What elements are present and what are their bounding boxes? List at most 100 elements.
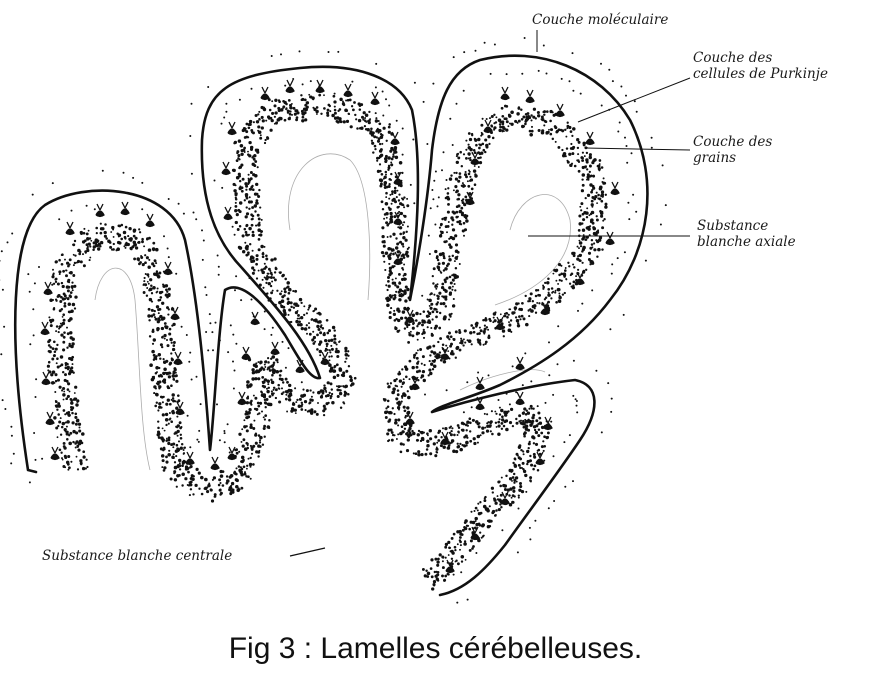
granule-dot <box>257 377 260 380</box>
granule-dot <box>459 443 461 445</box>
granule-dot <box>154 405 157 408</box>
granule-dot <box>274 111 277 114</box>
granule-dot <box>478 147 481 150</box>
purkinje-cell <box>174 352 182 365</box>
granule-dot <box>159 357 161 359</box>
molecular-dot <box>529 527 531 529</box>
granule-dot <box>385 251 388 254</box>
granule-dot <box>455 256 458 259</box>
granule-dot <box>89 259 91 261</box>
granule-dot <box>459 448 463 452</box>
granule-dot <box>537 434 540 437</box>
granule-dot <box>430 350 433 353</box>
granule-dot <box>447 446 451 450</box>
purkinje-cell <box>516 392 524 405</box>
granule-dot <box>79 459 82 462</box>
granule-dot <box>448 286 451 289</box>
granule-dot <box>390 220 394 224</box>
granule-dot <box>248 179 251 182</box>
granule-dot <box>515 422 518 425</box>
granule-dot <box>158 402 161 405</box>
granule-dot <box>433 442 436 445</box>
granule-dot <box>588 214 590 216</box>
molecular-dot <box>453 56 455 58</box>
granule-dot <box>462 344 464 346</box>
granule-dot <box>245 410 248 413</box>
granule-dot <box>175 380 178 383</box>
molecular-dot <box>38 266 40 268</box>
granule-dot <box>384 269 386 271</box>
granule-dot <box>453 434 456 437</box>
granule-dot <box>492 137 495 140</box>
granule-dot <box>465 441 469 445</box>
granule-dot <box>479 532 481 534</box>
granule-dot <box>382 115 384 117</box>
granule-dot <box>387 400 390 403</box>
granule-dot <box>143 291 146 294</box>
molecular-dot <box>477 372 479 374</box>
molecular-dot <box>484 413 486 415</box>
granule-dot <box>107 240 111 244</box>
granule-dot <box>522 450 524 452</box>
granule-dot <box>70 406 72 408</box>
granule-dot <box>383 218 385 220</box>
granule-dot <box>464 185 466 187</box>
granule-dot <box>434 558 437 561</box>
molecular-dot <box>167 248 169 250</box>
granule-dot <box>429 437 432 440</box>
granule-dot <box>275 358 278 361</box>
granule-dot <box>590 260 593 263</box>
granule-dot <box>306 324 308 326</box>
molecular-dot <box>626 145 628 147</box>
granule-dot <box>468 417 471 420</box>
granule-dot <box>176 416 178 418</box>
purkinje-cell <box>42 372 50 385</box>
molecular-dot <box>494 44 496 46</box>
molecular-dot <box>262 279 264 281</box>
granule-dot <box>104 231 107 234</box>
granule-dot <box>429 372 432 375</box>
granule-dot <box>53 341 56 344</box>
granule-dot <box>337 110 339 112</box>
granule-dot <box>416 325 418 327</box>
granule-dot <box>329 349 331 351</box>
granule-dot <box>444 546 447 549</box>
granule-dot <box>196 468 199 471</box>
granule-dot <box>50 324 53 327</box>
granule-dot <box>262 255 265 258</box>
molecular-dot <box>4 408 6 410</box>
granule-dot <box>510 469 513 472</box>
granule-dot <box>286 411 288 413</box>
granule-dot <box>67 411 70 414</box>
molecular-dot <box>569 80 571 82</box>
molecular-dot <box>440 234 442 236</box>
granule-dot <box>577 147 579 149</box>
granule-dot <box>86 237 88 239</box>
granule-dot <box>442 344 445 347</box>
granule-dot <box>525 113 528 116</box>
granule-dot <box>178 464 181 467</box>
granule-dot <box>564 129 566 131</box>
granule-dot <box>453 533 456 536</box>
granule-dot <box>55 380 57 382</box>
granule-dot <box>568 265 570 267</box>
granule-dot <box>457 193 460 196</box>
granule-dot <box>77 446 79 448</box>
granule-dot <box>110 231 112 233</box>
molecular-dot <box>552 394 554 396</box>
granule-dot <box>172 323 175 326</box>
granule-dot <box>438 262 441 265</box>
granule-dot <box>63 305 66 308</box>
granule-dot <box>153 359 155 361</box>
granule-dot <box>477 509 479 511</box>
granule-dot <box>407 390 409 392</box>
granule-dot <box>601 211 603 213</box>
granule-dot <box>415 352 417 354</box>
molecular-dot <box>310 80 312 82</box>
granule-dot <box>356 127 359 130</box>
granule-dot <box>523 435 526 438</box>
granule-dot <box>253 121 255 123</box>
granule-dot <box>563 274 566 277</box>
granule-dot <box>264 360 267 363</box>
granule-dot <box>394 419 397 422</box>
